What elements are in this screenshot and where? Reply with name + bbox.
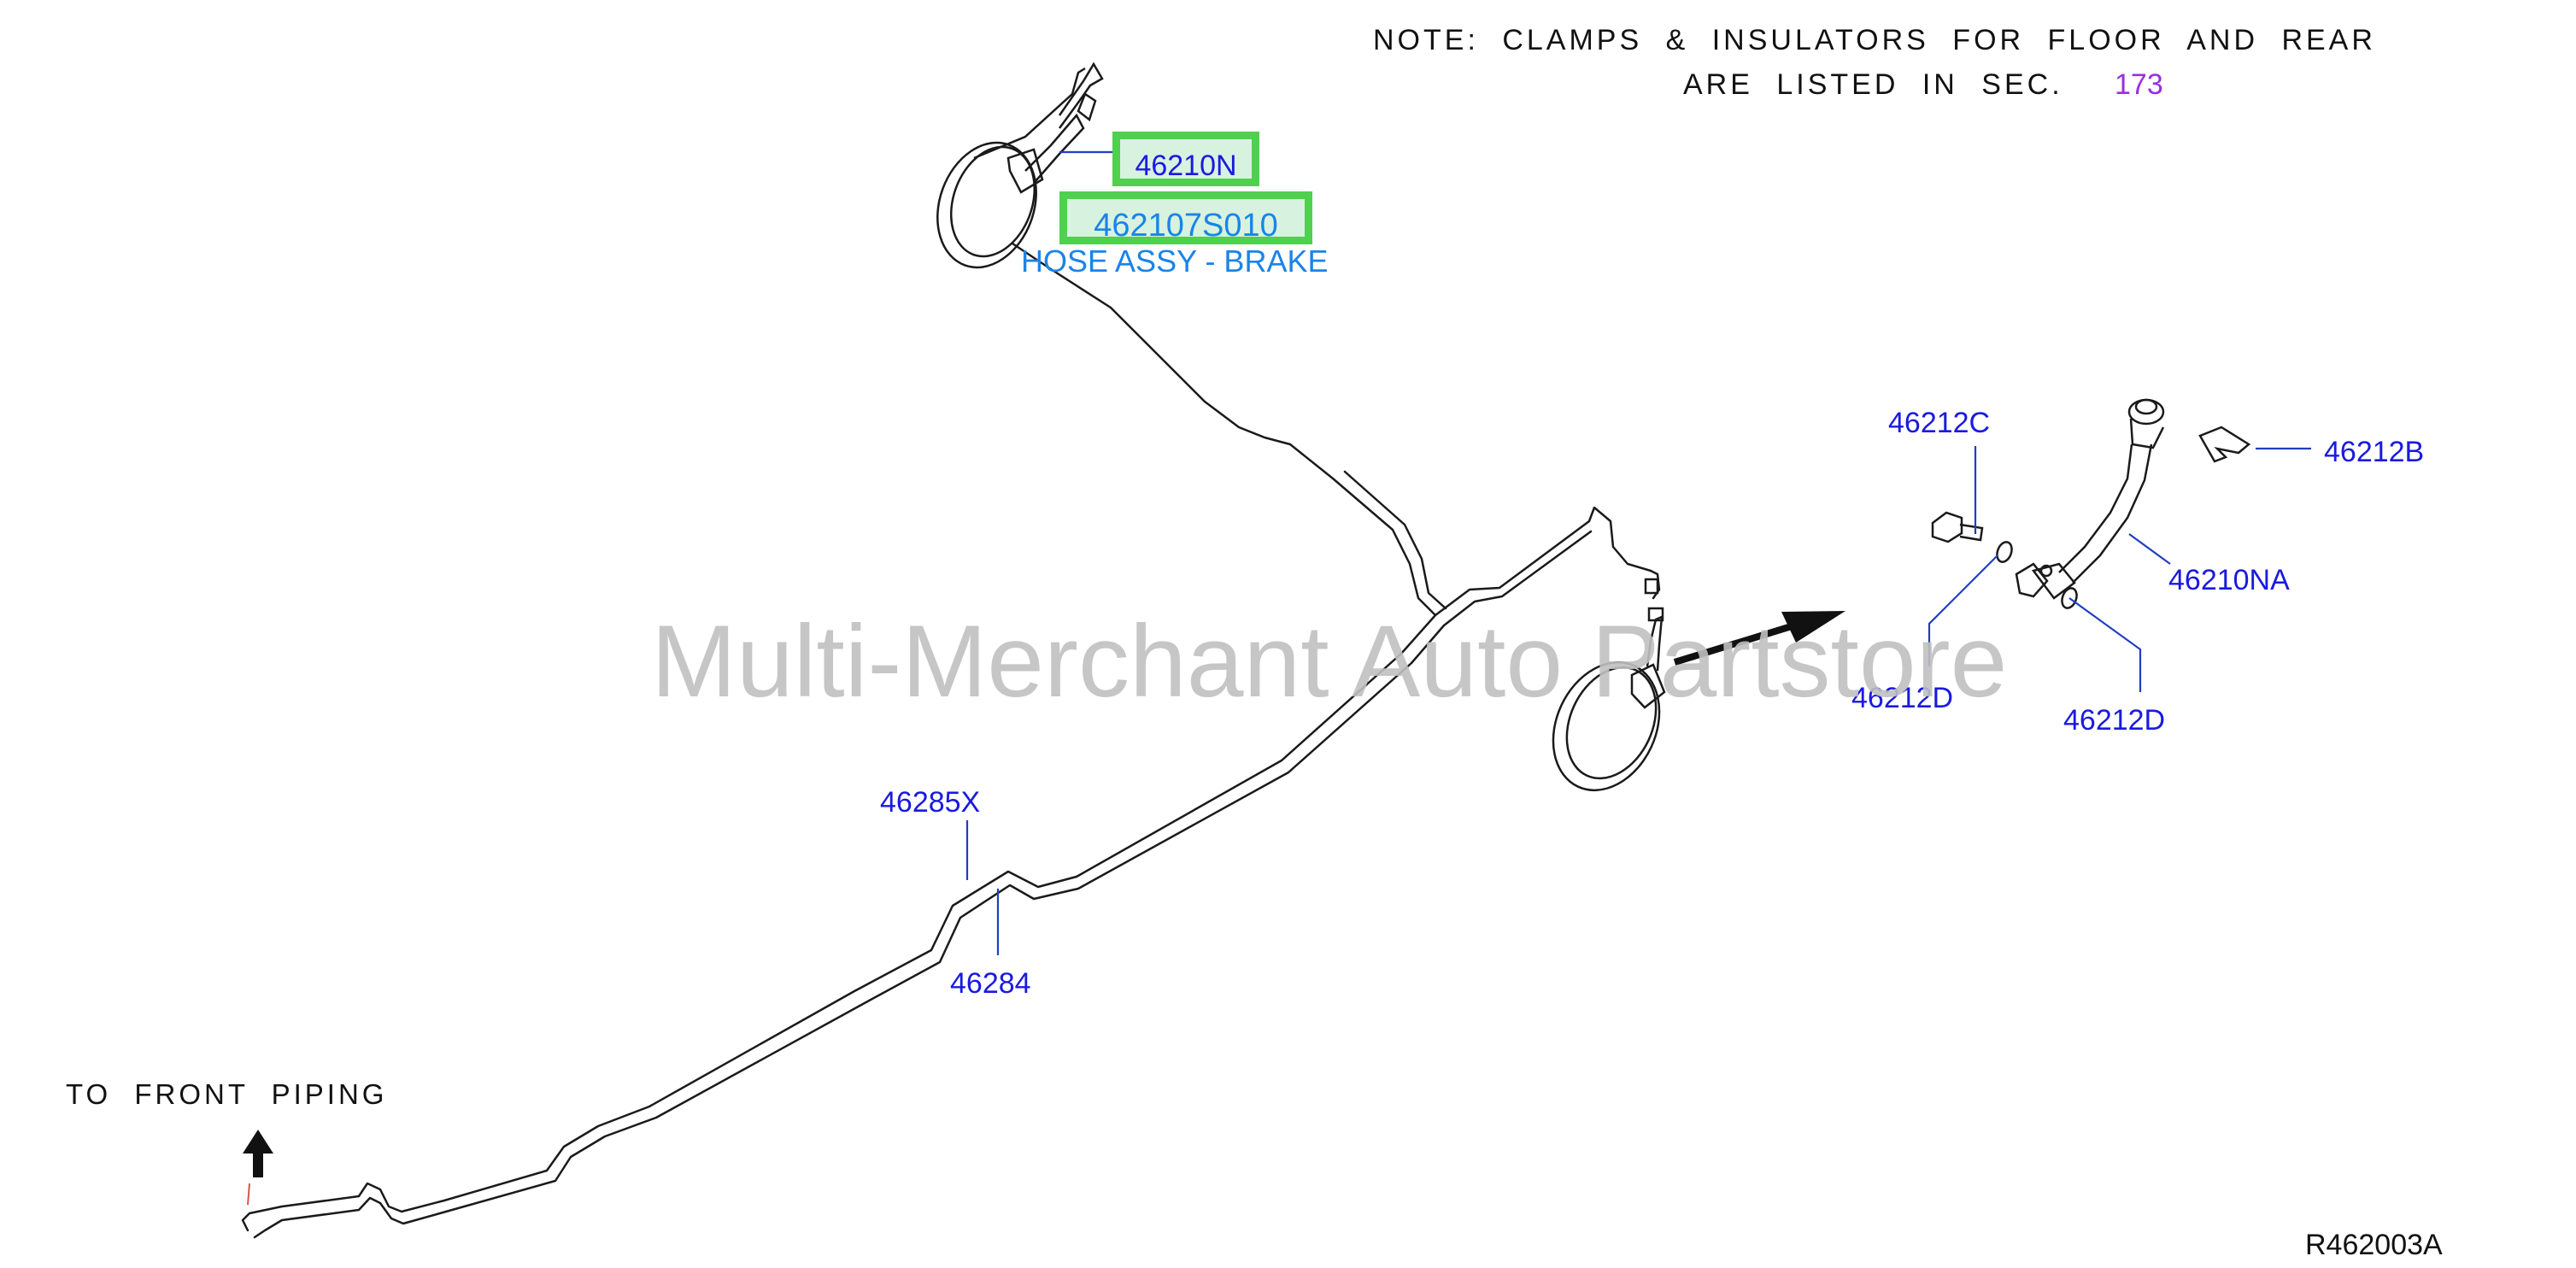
exploded-view-arrow: [1673, 611, 1845, 666]
callout-part-number: 462107S010: [1094, 208, 1278, 244]
exploded-hose-assembly: [1931, 398, 2251, 609]
hose-description: HOSE ASSY - BRAKE: [1021, 244, 1329, 279]
callout-46210NA[interactable]: 46210NA: [2168, 564, 2290, 596]
to-front-piping-label: TO FRONT PIPING: [66, 1078, 388, 1110]
watermark: Multi-Merchant Auto Partstore: [651, 604, 2008, 719]
rear-left-disc: [936, 62, 1104, 269]
callout-46210N: 46210N: [1135, 150, 1237, 182]
section-link[interactable]: 173: [2115, 68, 2163, 101]
callout-leaders: [965, 150, 2311, 955]
diagram-code: R462003A: [2305, 1229, 2443, 1261]
callout-46285X[interactable]: 46285X: [880, 786, 981, 819]
rear-right-disc: [1552, 569, 1666, 792]
callout-46212D-left[interactable]: 46212D: [1851, 682, 1954, 714]
note-line-2: ARE LISTED IN SEC.: [1683, 68, 2063, 101]
callout-46284[interactable]: 46284: [950, 967, 1031, 1000]
callout-46212D-right[interactable]: 46212D: [2063, 704, 2166, 737]
callout-46212C[interactable]: 46212C: [1888, 407, 1991, 439]
highlight-part-number[interactable]: 462107S010: [1059, 191, 1312, 244]
note-line-1: NOTE: CLAMPS & INSULATORS FOR FLOOR AND …: [1373, 24, 2376, 56]
highlight-46210N[interactable]: 46210N: [1112, 132, 1259, 186]
upper-branch-tube: [1011, 242, 1447, 617]
callout-46212B[interactable]: 46212B: [2324, 436, 2425, 468]
main-brake-tube: [241, 506, 1652, 1239]
to-front-piping-arrow: [243, 1130, 273, 1206]
